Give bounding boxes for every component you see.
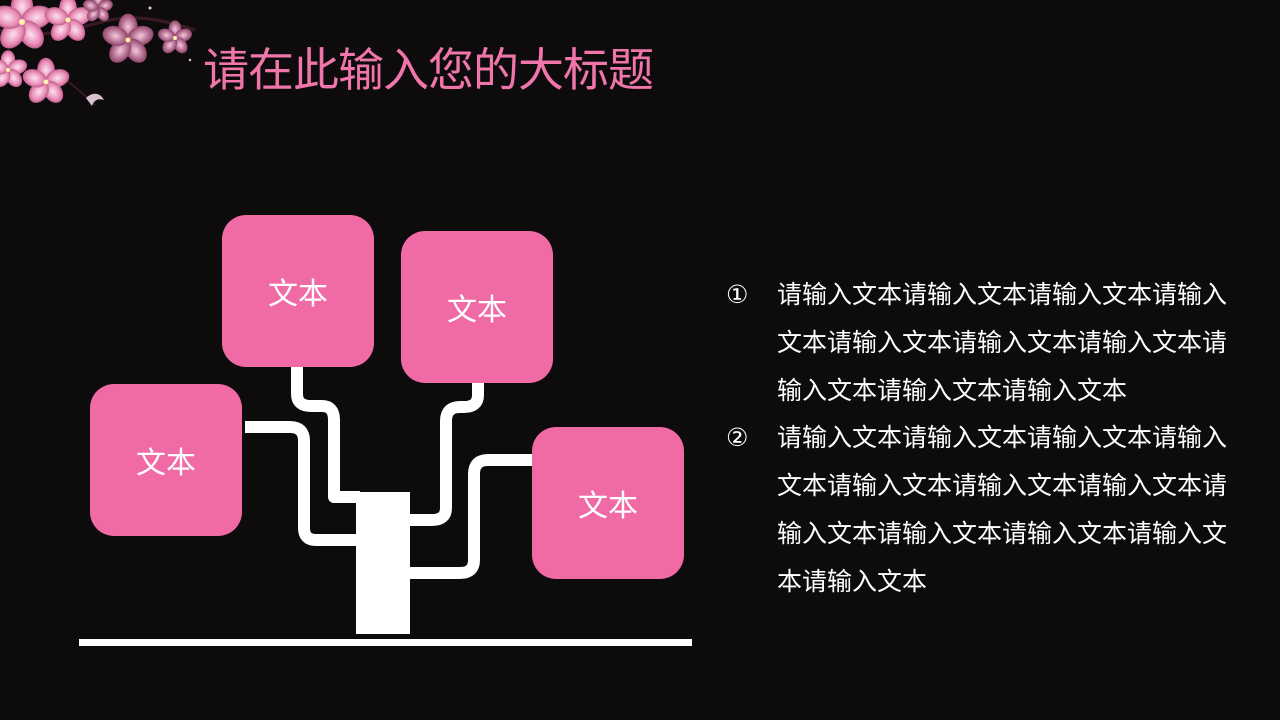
tree-trunk bbox=[356, 492, 410, 634]
text-box-top-left[interactable]: 文本 bbox=[222, 215, 374, 367]
connector-top-left bbox=[291, 365, 360, 503]
text-box-left[interactable]: 文本 bbox=[90, 384, 242, 536]
connector-left bbox=[245, 421, 360, 546]
text-box-label: 文本 bbox=[136, 446, 196, 481]
point-text: 请输入文本请输入文本请输入文本请输入文本请输入文本请输入文本请输入文本请输入文本… bbox=[777, 423, 1228, 596]
point-1[interactable]: ① 请输入文本请输入文本请输入文本请输入文本请输入文本请输入文本请输入文本请输入… bbox=[726, 271, 1246, 415]
point-2[interactable]: ② 请输入文本请输入文本请输入文本请输入文本请输入文本请输入文本请输入文本请输入… bbox=[726, 414, 1246, 606]
ground-line bbox=[79, 639, 692, 646]
text-box-label: 文本 bbox=[268, 277, 328, 312]
text-box-label: 文本 bbox=[447, 293, 507, 328]
cherry-blossom-icon bbox=[0, 0, 196, 107]
text-box-right[interactable]: 文本 bbox=[532, 427, 684, 579]
point-marker: ① bbox=[726, 280, 749, 309]
page-title: 请在此输入您的大标题 bbox=[203, 43, 654, 97]
connector-right bbox=[408, 454, 535, 579]
text-box-label: 文本 bbox=[578, 489, 638, 524]
point-text: 请输入文本请输入文本请输入文本请输入文本请输入文本请输入文本请输入文本请输入文本… bbox=[777, 280, 1228, 405]
connector-top-right bbox=[408, 380, 484, 526]
text-box-top-right[interactable]: 文本 bbox=[401, 231, 553, 383]
point-marker: ② bbox=[726, 423, 749, 452]
